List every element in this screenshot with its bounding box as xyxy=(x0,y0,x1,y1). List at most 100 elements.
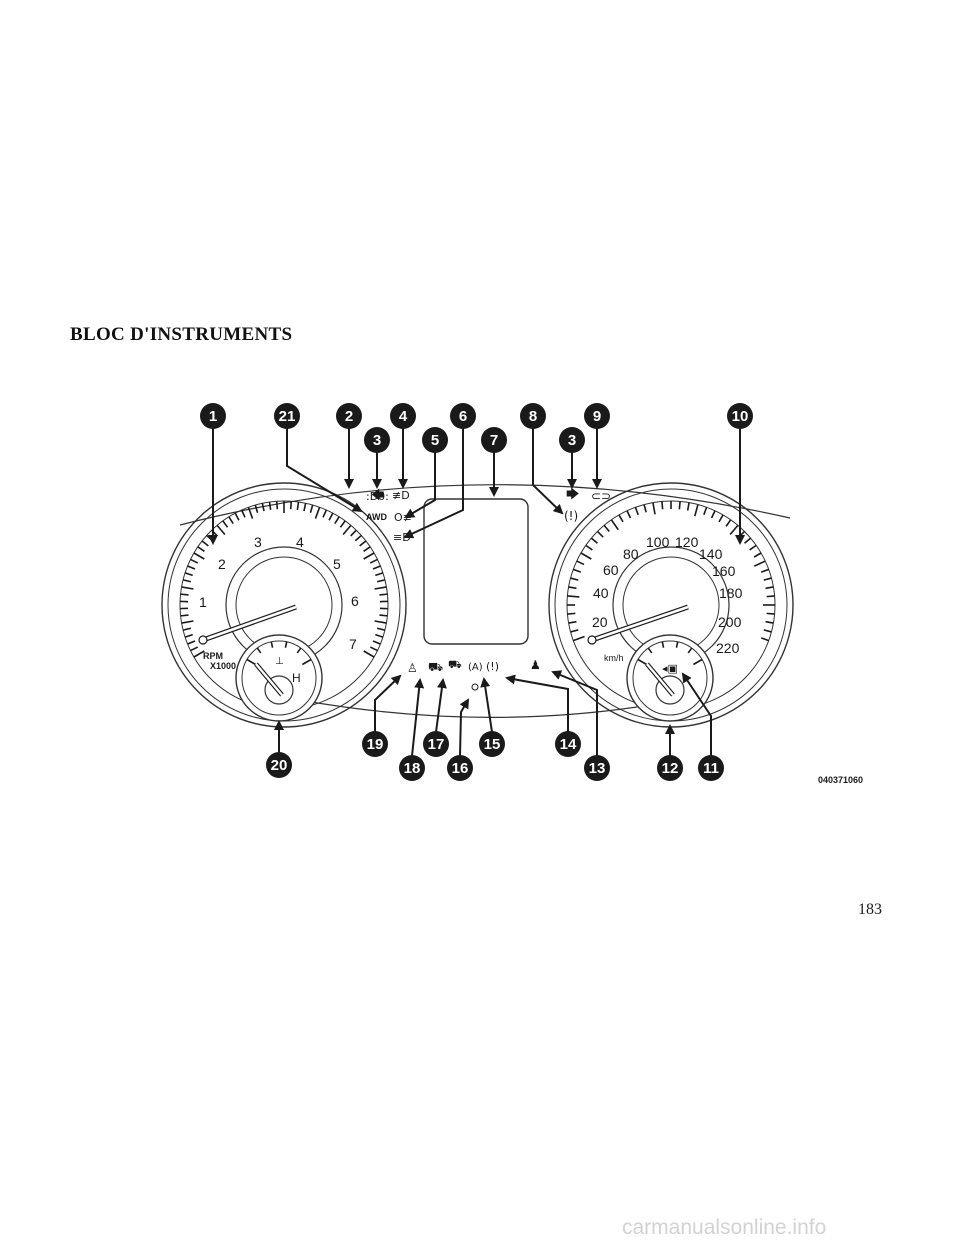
tach-number: 7 xyxy=(349,636,357,652)
tach-number: 4 xyxy=(296,534,304,550)
speed-number: 220 xyxy=(716,640,740,656)
fuel-gauge: ◂▣ xyxy=(626,634,714,722)
callout-4: 4 xyxy=(390,403,416,429)
speedometer-tick xyxy=(634,506,639,516)
speedometer-tick xyxy=(567,612,576,615)
speed-number: 100 xyxy=(646,534,670,550)
speedometer-tick xyxy=(710,510,716,519)
speedometer-tick xyxy=(570,577,579,581)
center-display xyxy=(423,498,529,645)
temperature-tick xyxy=(284,641,288,648)
callout-11: 11 xyxy=(698,755,724,781)
tachometer-tick xyxy=(379,593,388,596)
callout-number: 4 xyxy=(399,408,408,425)
speedometer-tick xyxy=(694,504,699,517)
tachometer-tick xyxy=(181,586,194,590)
callout-number: 10 xyxy=(732,408,749,425)
tachometer-tick xyxy=(289,501,293,510)
tachometer-tick xyxy=(309,504,314,513)
callout-number: 12 xyxy=(662,760,679,777)
section-title: BLOC D'INSTRUMENTS xyxy=(70,324,293,345)
tachometer-tick xyxy=(193,552,205,560)
callout-7: 7 xyxy=(481,427,507,453)
speedometer: 20 40 60 80 100 120 140 160 180 200 220 … xyxy=(548,482,794,728)
tachometer-tick xyxy=(369,646,378,652)
callout-number: 8 xyxy=(529,408,537,425)
fuel-tick xyxy=(647,647,653,654)
tachometer-tick xyxy=(268,501,272,511)
coolant-temp-icon: ⊥ xyxy=(275,656,284,667)
speed-number: 180 xyxy=(719,585,743,601)
rpm-multiplier-label: X1000 xyxy=(210,661,236,671)
callout-number: 2 xyxy=(345,408,353,425)
tach-number: 5 xyxy=(333,556,341,572)
temperature-tick xyxy=(256,647,262,654)
tachometer-tick xyxy=(240,509,246,518)
rpm-label: RPM xyxy=(203,651,223,661)
speedometer-tick xyxy=(626,510,632,519)
callout-number: 18 xyxy=(404,760,421,777)
temp-hot-label: H xyxy=(292,671,301,685)
tachometer-tick xyxy=(190,646,199,652)
leader-14 xyxy=(505,674,569,732)
tachometer-tick xyxy=(216,524,226,536)
callout-number: 5 xyxy=(431,432,439,449)
speedometer-tick xyxy=(754,560,766,567)
tachometer-tick xyxy=(354,534,362,542)
callout-number: 3 xyxy=(568,432,576,449)
tachometer-tick xyxy=(374,586,387,590)
speed-number: 120 xyxy=(675,534,699,550)
callout-number: 13 xyxy=(589,760,606,777)
traction-control-off-icon: ⛟ xyxy=(448,658,462,671)
front-fog-light-icon: ≢D xyxy=(392,489,410,502)
tachometer-tick xyxy=(339,520,346,528)
speedometer-tick xyxy=(603,524,610,532)
tachometer-tick xyxy=(182,579,192,583)
temperature-gauge: ⊥ H xyxy=(235,634,323,722)
leader-8 xyxy=(532,428,564,515)
speedometer-tick xyxy=(760,568,770,573)
speed-number: 60 xyxy=(603,562,619,578)
page-number: 183 xyxy=(858,901,882,918)
speedometer-tick xyxy=(725,519,732,527)
fuel-tick xyxy=(675,641,679,648)
brake-warning-icon: (!) xyxy=(486,660,499,673)
leader-11 xyxy=(681,672,712,756)
speedometer-tick xyxy=(568,586,577,590)
speedometer-tick xyxy=(763,629,772,633)
tachometer-tick xyxy=(187,565,196,570)
callout-3-left: 3 xyxy=(364,427,390,453)
tachometer-tick xyxy=(334,516,340,525)
fuel-tick xyxy=(692,658,703,666)
tachometer-ticks xyxy=(180,501,388,658)
tachometer-tick xyxy=(180,614,189,617)
speedometer-tick xyxy=(596,530,604,538)
speedometer-tick xyxy=(718,514,724,523)
abs-icon: (A) xyxy=(468,662,483,673)
callouts: 1 21 2 3 4 5 6 7 8 3 9 10 20 19 18 17 16… xyxy=(200,403,753,781)
speedometer-tick xyxy=(753,552,762,558)
speedometer-tick xyxy=(585,544,593,551)
fuel-tick xyxy=(637,658,648,666)
tachometer-tick xyxy=(359,540,367,547)
tach-number: 2 xyxy=(218,556,226,572)
airbag-icon: ♟ xyxy=(530,658,541,672)
tachometer-tick xyxy=(234,512,240,521)
tachometer-needle xyxy=(198,604,297,645)
speedometer-tick xyxy=(618,514,624,523)
tachometer-tick xyxy=(201,540,209,547)
tachometer-tick xyxy=(363,650,375,658)
tachometer-tick xyxy=(372,640,381,645)
tachometer-tick xyxy=(184,633,193,638)
callout-number: 19 xyxy=(367,736,384,753)
temperature-tick xyxy=(301,658,312,666)
tachometer-tick xyxy=(375,572,384,577)
tachometer-tick xyxy=(187,640,196,645)
tachometer-tick xyxy=(374,620,387,624)
tachometer-tick xyxy=(296,501,300,511)
tach-number: 3 xyxy=(254,534,262,550)
turn-signal-left-icon: 🡄 xyxy=(371,488,384,503)
speed-number: 20 xyxy=(592,614,608,630)
speedometer-needle xyxy=(587,604,689,645)
